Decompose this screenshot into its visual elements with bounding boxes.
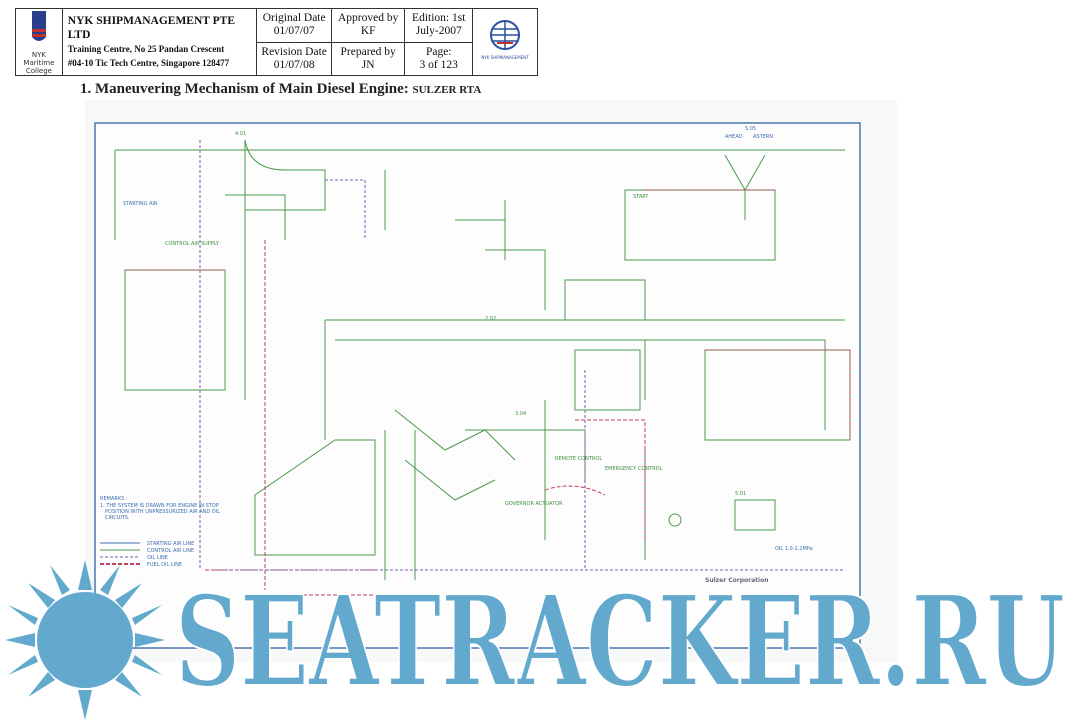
prepared-by-label: Prepared by [340,45,396,58]
legend-oil: OIL LINE [147,555,168,561]
revision-date: 01/07/08 [273,58,315,71]
company-name: NYK SHIPMANAGEMENT PTE LTD [67,15,235,41]
remarks-title: REMARKS : [100,496,128,502]
watermark-text: SEATRACKER.RU [175,569,1065,715]
diagram-labels: REMARKS : 1. THE SYSTEM IS DRAWN FOR ENG… [100,126,813,584]
label-4-01: 4.01 [235,131,246,137]
page-label: Page: [425,45,452,58]
globe-logo-icon: NYK SHIPMANAGEMENT [481,20,529,60]
nyk-college-logo: NYK Maritime College [15,8,63,76]
edition-label: Edition: 1st [412,12,466,25]
legend-control-air: CONTROL AIR LINE [147,548,194,554]
page-cell: Page:3 of 123 [404,41,473,76]
document-header: NYK Maritime College NYK SHIPMANAGEMENT … [15,8,538,76]
label-start: START [633,194,649,200]
original-date: 01/07/07 [273,25,315,38]
remarks-line-1: 1. THE SYSTEM IS DRAWN FOR ENGINE IN STO… [100,503,219,509]
legend-starting-air: STARTING AIR LINE [147,541,194,547]
company-info: NYK SHIPMANAGEMENT PTE LTD Training Cent… [61,8,258,76]
label-remote-control: REMOTE CONTROL [555,456,602,462]
label-3-04: 3.04 [515,411,526,417]
legend-fuel-oil: FUEL OIL LINE [147,562,182,568]
oil-lines [199,140,845,571]
address-line-1: Training Centre, No 25 Pandan Crescent [67,44,225,54]
remarks-line-2: POSITION WITH UNPRESSURIZED AIR AND OIL [105,509,220,515]
address-line-2: #04-10 Tic Tech Centre, Singapore 128477 [67,58,230,68]
label-starting-air: STARTING AIR [123,201,158,207]
college-flag-icon [31,11,46,41]
diagram-footer: Sulzer Corporation [705,577,769,584]
edition-date: July-2007 [415,25,462,38]
label-governor-actuator: GOVERNOR ACTUATOR [505,501,563,507]
revision-date-label: Revision Date [261,45,327,58]
label-astern: ASTERN [753,134,773,140]
page-number: 3 of 123 [419,58,458,71]
section-title-engine: SULZER RTA [412,84,482,96]
approved-by: KF [360,25,376,38]
label-oil-pressure: OIL 1.0-1.2MPa [775,546,813,552]
maneuvering-diagram: REMARKS : 1. THE SYSTEM IS DRAWN FOR ENG… [85,100,897,662]
section-title: 1. Maneuvering Mechanism of Main Diesel … [80,81,481,98]
diagram-frame [94,122,861,649]
control-air-lines [114,139,851,580]
sun-logo-icon [5,560,165,720]
label-5-01: 5.01 [735,491,746,497]
label-emergency-control: EMERGENCY CONTROL [605,466,663,472]
line-legend: STARTING AIR LINE CONTROL AIR LINE OIL L… [100,541,194,568]
section-title-main: 1. Maneuvering Mechanism of Main Diesel … [80,81,409,97]
remarks-line-3: CIRCUITS. [105,515,130,521]
label-2-02: 2.02 [485,316,496,322]
label-ahead: AHEAD [725,134,743,140]
label-lever: 5.05 [745,126,756,132]
nyk-shipmanagement-logo: NYK SHIPMANAGEMENT [472,8,538,76]
original-date-label: Original Date [262,12,326,25]
label-control-air-supply: CONTROL AIR SUPPLY [165,241,220,247]
college-logo-caption: NYK Maritime College [23,51,55,75]
approved-by-label: Approved by [337,12,399,25]
svg-text:NYK SHIPMANAGEMENT: NYK SHIPMANAGEMENT [481,55,529,60]
prepared-by: JN [361,58,375,71]
seatracker-watermark: SEATRACKER.RU [5,560,1066,720]
